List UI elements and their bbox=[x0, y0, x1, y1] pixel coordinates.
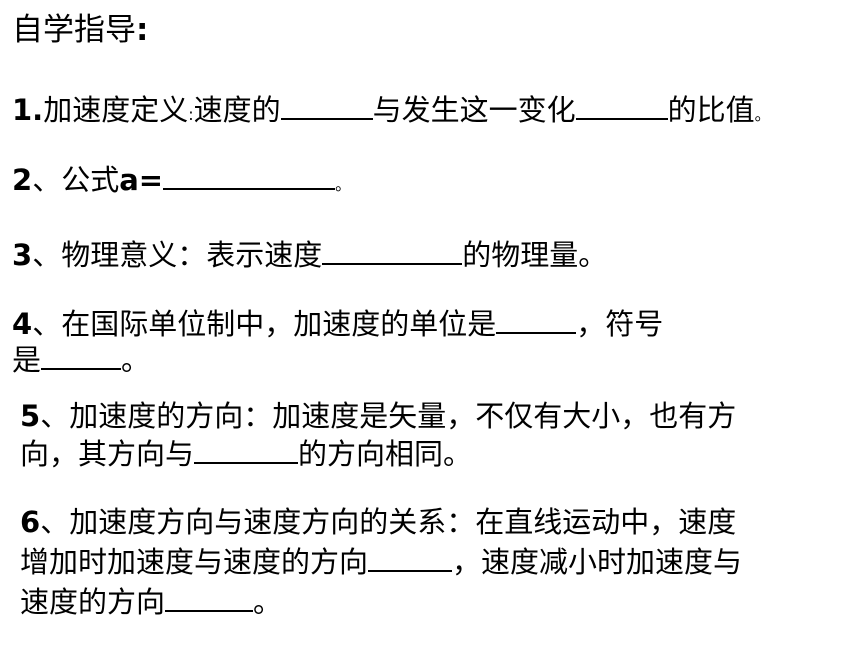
q3-text-b: 的物理量。 bbox=[462, 238, 608, 272]
question-1: 1.加速度定义:速度的 与发生这一变化 的比值。 bbox=[12, 92, 771, 133]
q6-text-b: 增加时加速度与速度的方向 bbox=[20, 545, 369, 579]
q4-blank-2[interactable] bbox=[41, 342, 122, 370]
q5-blank[interactable] bbox=[194, 436, 299, 464]
q4-text-d: 。 bbox=[121, 343, 151, 377]
q5-number: 5 bbox=[20, 399, 41, 433]
q2-formula: a= bbox=[119, 163, 164, 197]
q6-text-d: 速度的方向 bbox=[20, 585, 166, 619]
q6-blank-1[interactable] bbox=[368, 544, 453, 572]
q4-text-b: ，符号 bbox=[576, 307, 664, 341]
q2-blank[interactable] bbox=[163, 162, 336, 190]
q5-text-a: 、加速度的方向：加速度是矢量，不仅有大小，也有方 bbox=[40, 399, 737, 433]
title-colon: : bbox=[136, 12, 149, 48]
question-5-line-2: 向，其方向与 的方向相同。 bbox=[20, 436, 472, 472]
q4-text-a: 、在国际单位制中，加速度的单位是 bbox=[32, 307, 497, 341]
q1-separator: : bbox=[188, 105, 194, 124]
q1-text-c: 与发生这一变化 bbox=[372, 93, 576, 127]
q3-number: 3 bbox=[12, 238, 33, 272]
q1-text-b: 速度的 bbox=[193, 93, 281, 127]
q1-text-a: 加速度定义 bbox=[43, 93, 189, 127]
question-2: 2、公式a= 。 bbox=[12, 162, 351, 203]
question-6-line-3: 速度的方向 。 bbox=[20, 584, 282, 620]
q3-text-a: 、物理意义：表示速度 bbox=[32, 238, 323, 272]
question-6-line-1: 6、加速度方向与速度方向的关系：在直线运动中，速度 bbox=[20, 504, 736, 540]
q6-text-c: ，速度减小时加速度与 bbox=[452, 545, 743, 579]
q1-blank-1[interactable] bbox=[280, 92, 373, 120]
title-text: 自学指导 bbox=[12, 12, 136, 48]
q6-end: 。 bbox=[253, 585, 283, 619]
question-6-line-2: 增加时加速度与速度的方向 ，速度减小时加速度与 bbox=[20, 544, 742, 580]
q1-text-d: 的比值 bbox=[667, 93, 755, 127]
question-3: 3、物理意义：表示速度 的物理量。 bbox=[12, 237, 607, 273]
q1-end: 。 bbox=[754, 105, 771, 124]
q1-number: 1. bbox=[12, 93, 44, 127]
q2-end: 。 bbox=[335, 175, 352, 194]
q4-number: 4 bbox=[12, 307, 33, 341]
q6-text-a: 、加速度方向与速度方向的关系：在直线运动中，速度 bbox=[40, 505, 737, 539]
q6-number: 6 bbox=[20, 505, 41, 539]
q1-blank-2[interactable] bbox=[575, 92, 668, 120]
question-5-line-1: 5、加速度的方向：加速度是矢量，不仅有大小，也有方 bbox=[20, 398, 736, 434]
q3-blank[interactable] bbox=[322, 237, 463, 265]
q5-text-c: 的方向相同。 bbox=[298, 437, 473, 471]
q4-blank-1[interactable] bbox=[496, 306, 577, 334]
page-title: 自学指导: bbox=[12, 10, 148, 50]
question-4-line-2: 是。 bbox=[12, 342, 150, 378]
q2-number: 2 bbox=[12, 163, 33, 197]
question-4-line-1: 4、在国际单位制中，加速度的单位是 ，符号 bbox=[12, 306, 663, 342]
q5-text-b: 向，其方向与 bbox=[20, 437, 195, 471]
q4-text-c: 是 bbox=[12, 343, 42, 377]
q2-text-a: 、公式 bbox=[32, 163, 120, 197]
q6-blank-2[interactable] bbox=[165, 584, 254, 612]
